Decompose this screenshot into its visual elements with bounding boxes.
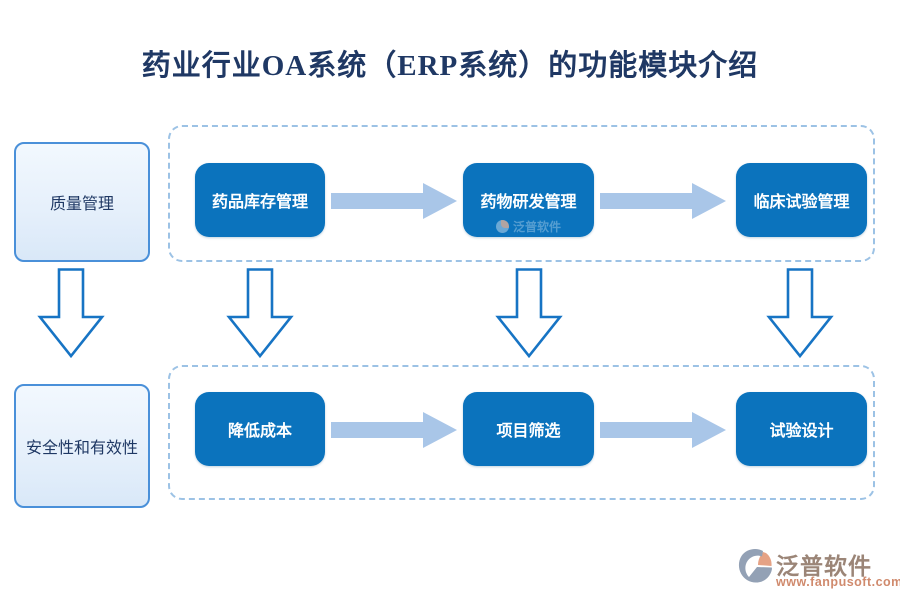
flow-arrow-right-4 bbox=[600, 412, 726, 448]
down-arrow-col2 bbox=[495, 268, 563, 359]
brand-name: 泛普软件 bbox=[776, 553, 872, 579]
flow-arrow-right-3 bbox=[331, 412, 457, 448]
clinical-trial-management-label: 临床试验管理 bbox=[753, 194, 850, 211]
project-screening-label: 项目筛选 bbox=[496, 423, 561, 440]
drug-rnd-management-box: 药物研发管理 泛普软件 bbox=[463, 163, 594, 237]
brand-url: www.fanpusoft.com bbox=[776, 575, 900, 589]
inner-watermark: 泛普软件 bbox=[463, 218, 594, 235]
top-group-container bbox=[168, 125, 875, 262]
inner-watermark-logo-icon bbox=[495, 220, 509, 233]
down-arrow-quality bbox=[37, 268, 105, 359]
inner-watermark-text: 泛普软件 bbox=[512, 220, 561, 234]
cost-reduction-box: 降低成本 bbox=[195, 392, 325, 466]
brand-watermark: 泛普软件 www.fanpusoft.com bbox=[736, 545, 900, 593]
safety-effectiveness-box: 安全性和有效性 bbox=[14, 384, 150, 508]
down-arrow-col1 bbox=[226, 268, 294, 359]
cost-reduction-label: 降低成本 bbox=[227, 423, 292, 440]
flow-arrow-right-2 bbox=[600, 183, 726, 219]
down-arrow-col3 bbox=[766, 268, 834, 359]
quality-management-box: 质量管理 bbox=[14, 142, 150, 262]
safety-effectiveness-label: 安全性和有效性 bbox=[25, 440, 138, 457]
flow-arrow-right-1 bbox=[331, 183, 457, 219]
project-screening-box: 项目筛选 bbox=[463, 392, 594, 466]
trial-design-label: 试验设计 bbox=[769, 423, 834, 440]
bottom-group-container bbox=[168, 365, 875, 500]
quality-management-label: 质量管理 bbox=[49, 196, 114, 213]
drug-inventory-management-box: 药品库存管理 bbox=[195, 163, 325, 237]
fanpu-logo-icon bbox=[738, 548, 772, 583]
drug-inventory-management-label: 药品库存管理 bbox=[211, 194, 308, 211]
drug-rnd-management-label: 药物研发管理 bbox=[480, 194, 577, 211]
trial-design-box: 试验设计 bbox=[736, 392, 867, 466]
clinical-trial-management-box: 临床试验管理 bbox=[736, 163, 867, 237]
page-title: 药业行业OA系统（ERP系统）的功能模块介绍 bbox=[141, 50, 759, 82]
